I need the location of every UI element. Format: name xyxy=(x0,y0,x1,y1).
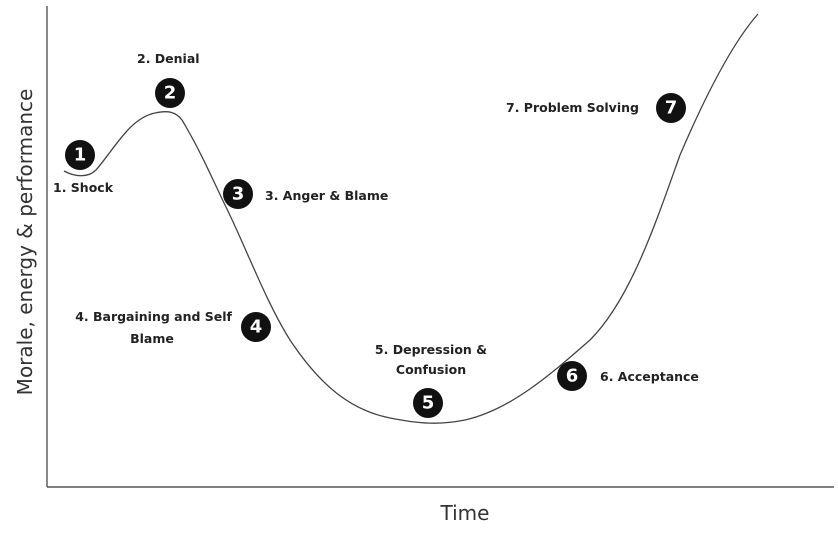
stage-5-label-line-2: Confusion xyxy=(396,362,466,377)
stage-6-number: 6 xyxy=(566,366,579,387)
stage-3-number: 3 xyxy=(232,184,245,205)
stage-4-label-line-2: Blame xyxy=(130,331,174,346)
stage-7-number: 7 xyxy=(665,98,678,119)
stage-5-badge xyxy=(413,388,443,418)
stage-5-number: 5 xyxy=(422,393,435,414)
stage-3-label: 3. Anger & Blame xyxy=(265,188,388,203)
stage-1-number: 1 xyxy=(74,145,87,166)
stage-6-label: 6. Acceptance xyxy=(600,369,699,384)
stage-1-label: 1. Shock xyxy=(53,180,114,195)
stage-7-marker: 7 xyxy=(656,93,686,123)
stage-2-marker: 2 xyxy=(155,78,185,108)
stage-4-number: 4 xyxy=(250,317,263,338)
stage-2-number: 2 xyxy=(164,83,177,104)
stage-7-badge xyxy=(656,93,686,123)
stage-6-badge xyxy=(557,361,587,391)
y-axis-title: Morale, energy & performance xyxy=(13,89,37,396)
stage-1-marker: 1 xyxy=(65,140,95,170)
stage-4-marker: 4 xyxy=(241,312,271,342)
stage-2-badge xyxy=(155,78,185,108)
stage-3-badge xyxy=(223,179,253,209)
stage-2-label: 2. Denial xyxy=(137,51,200,66)
stage-4-badge xyxy=(241,312,271,342)
stage-6-marker: 6 xyxy=(557,361,587,391)
stage-5-label-line-1: 5. Depression & xyxy=(375,342,487,357)
stage-5-marker: 5 xyxy=(413,388,443,418)
stage-1-badge xyxy=(65,140,95,170)
stage-4-label-line-1: 4. Bargaining and Self xyxy=(75,309,232,324)
change-curve xyxy=(63,13,759,424)
x-axis-title: Time xyxy=(440,501,490,525)
stage-3-marker: 3 xyxy=(223,179,253,209)
stage-7-label: 7. Problem Solving xyxy=(506,100,639,115)
